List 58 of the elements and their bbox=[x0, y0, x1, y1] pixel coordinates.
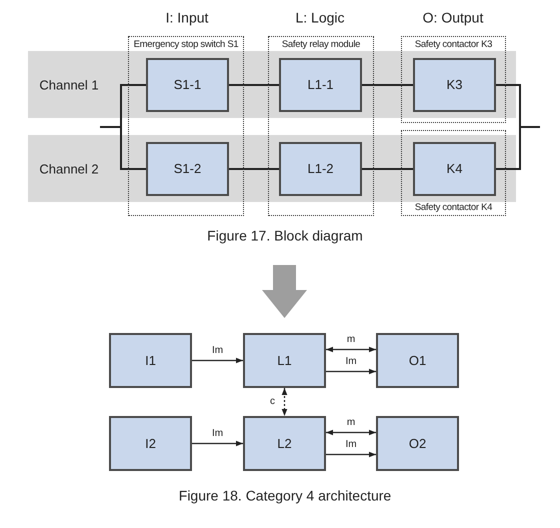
connector-line bbox=[229, 84, 279, 86]
dotted-group-box bbox=[268, 36, 374, 216]
group-label: Safety relay module bbox=[282, 39, 360, 51]
edge-label: Im bbox=[344, 440, 358, 450]
block-label: S1-2 bbox=[174, 160, 202, 178]
connector-line bbox=[229, 168, 279, 170]
block-box bbox=[376, 333, 459, 388]
block-label: K3 bbox=[446, 76, 462, 94]
block-label: I1 bbox=[145, 352, 156, 370]
block-label: O1 bbox=[408, 352, 426, 370]
edge-label: m bbox=[346, 418, 356, 428]
column-heading: L: Logic bbox=[295, 8, 345, 28]
edge-label: m bbox=[346, 334, 356, 344]
block-box bbox=[413, 142, 496, 196]
connector-line bbox=[282, 388, 288, 416]
block-label: K4 bbox=[446, 160, 462, 178]
dotted-group-box bbox=[401, 130, 506, 216]
figure-caption: Figure 18. Category 4 architecture bbox=[178, 486, 392, 506]
edge-label: c bbox=[269, 397, 276, 407]
connector-line bbox=[192, 358, 243, 364]
column-heading: I: Input bbox=[166, 8, 208, 28]
connector-line bbox=[362, 84, 413, 86]
block-label: L1-2 bbox=[307, 160, 334, 178]
block-label: O2 bbox=[408, 434, 426, 453]
connector-line bbox=[362, 168, 413, 170]
connector-line bbox=[326, 368, 376, 374]
figure-caption: Figure 17. Block diagram bbox=[207, 226, 363, 246]
dotted-group-box bbox=[401, 36, 506, 123]
connector-line bbox=[496, 126, 540, 170]
block-label: L1-1 bbox=[307, 76, 334, 94]
block-box bbox=[279, 58, 362, 112]
block-box bbox=[109, 416, 192, 471]
block-label: S1-1 bbox=[174, 76, 202, 94]
group-label: Safety contactor K4 bbox=[414, 202, 492, 214]
edge-label: Im bbox=[210, 346, 224, 356]
block-box bbox=[376, 416, 459, 471]
connector-line bbox=[326, 346, 376, 352]
block-label: L2 bbox=[277, 434, 292, 453]
connector-line bbox=[326, 452, 376, 458]
edge-label: Im bbox=[210, 428, 224, 438]
block-box bbox=[146, 58, 229, 112]
edge-label: Im bbox=[344, 356, 358, 366]
dotted-group-box bbox=[128, 36, 244, 216]
block-label: L1 bbox=[277, 352, 292, 370]
channel-label: Channel 2 bbox=[39, 160, 99, 178]
connector-line bbox=[192, 440, 243, 446]
block-label: I2 bbox=[145, 434, 156, 453]
connector-line bbox=[326, 430, 376, 436]
group-label: Safety contactor K3 bbox=[414, 39, 492, 51]
block-box bbox=[279, 142, 362, 196]
block-box bbox=[109, 333, 192, 388]
channel-label: Channel 1 bbox=[39, 76, 99, 94]
block-box bbox=[243, 333, 326, 388]
column-heading: O: Output bbox=[422, 8, 484, 28]
block-box bbox=[243, 416, 326, 471]
group-label: Emergency stop switch S1 bbox=[134, 39, 238, 51]
block-box bbox=[413, 58, 496, 112]
block-box bbox=[146, 142, 229, 196]
